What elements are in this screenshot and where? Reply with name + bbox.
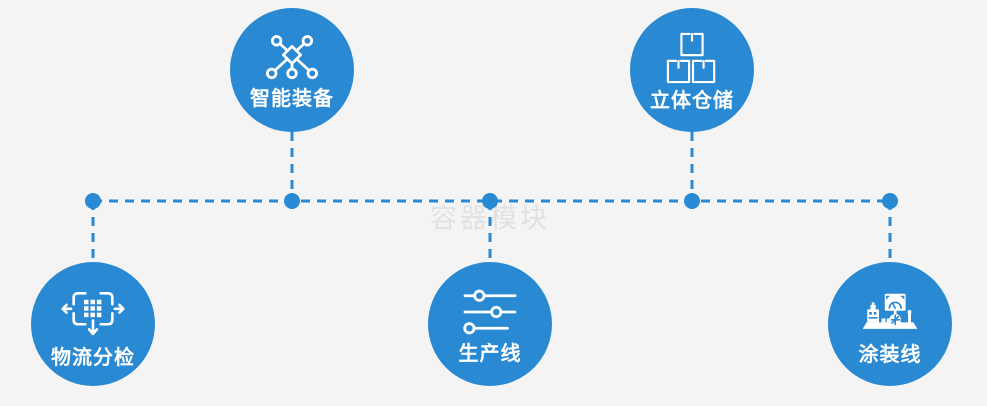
sliders-icon bbox=[463, 289, 517, 334]
sorting-arrows-icon bbox=[61, 291, 125, 335]
node-label: 立体仓储 bbox=[650, 89, 734, 112]
junction-dot bbox=[284, 193, 300, 209]
junction-dot bbox=[482, 193, 498, 209]
node-label: 涂装线 bbox=[858, 343, 922, 366]
node-smart-equipment: 智能装备 bbox=[230, 8, 354, 132]
node-painting-line: 涂装线 bbox=[828, 262, 952, 386]
node-label: 智能装备 bbox=[250, 87, 334, 110]
junction-dot bbox=[882, 193, 898, 209]
node-label: 生产线 bbox=[458, 342, 522, 365]
machine-monitor-icon bbox=[862, 293, 918, 329]
network-nodes-icon bbox=[266, 34, 318, 79]
node-warehouse: 立体仓储 bbox=[630, 8, 754, 132]
junction-dot bbox=[85, 193, 101, 209]
junction-dot bbox=[684, 193, 700, 209]
node-production-line: 生产线 bbox=[428, 262, 552, 386]
node-logistics-sorting: 物流分检 bbox=[31, 262, 155, 386]
node-label: 物流分检 bbox=[51, 346, 135, 369]
stacked-boxes-icon bbox=[666, 32, 716, 83]
